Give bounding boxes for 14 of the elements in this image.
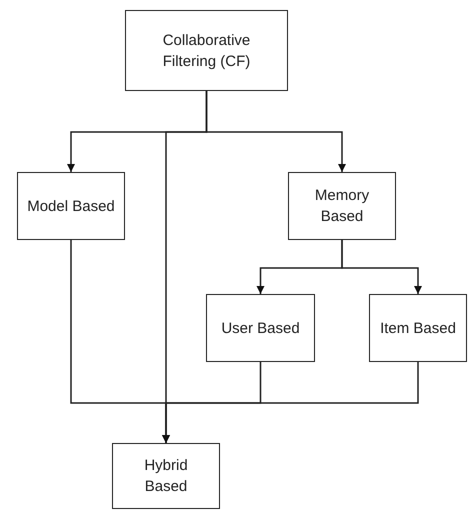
connector-arrow xyxy=(341,240,422,294)
process-box xyxy=(369,294,467,362)
node-label: Item Based xyxy=(380,318,456,338)
node-label: User Based xyxy=(221,318,300,338)
process-box xyxy=(112,443,220,509)
process-box xyxy=(17,172,125,240)
process-box xyxy=(125,10,288,91)
node-label: Collaborative Filtering (CF) xyxy=(162,30,252,72)
node-label: Memory Based xyxy=(314,186,370,227)
process-box xyxy=(206,294,315,362)
process-box xyxy=(288,172,396,240)
node-label: Hybrid Based xyxy=(143,456,189,497)
node-label: Model Based xyxy=(27,196,115,216)
connector-arrow xyxy=(162,362,419,443)
